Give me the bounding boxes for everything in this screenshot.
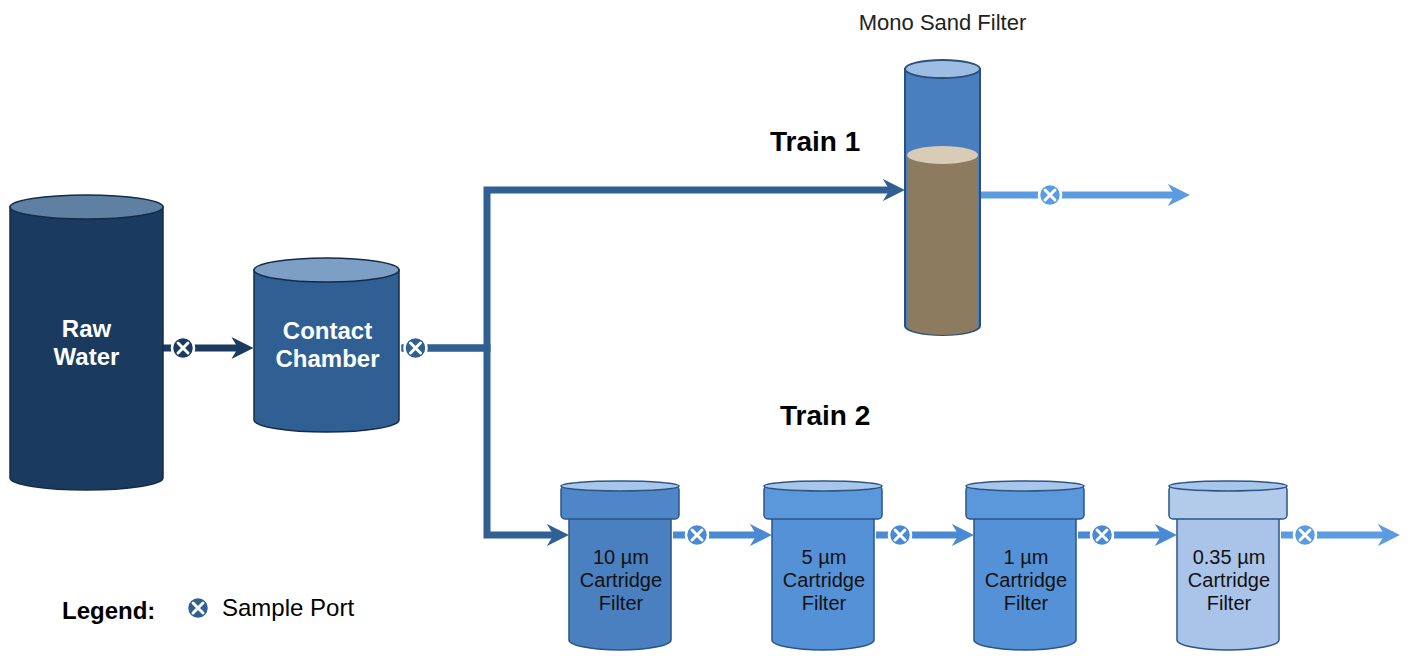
- cylinder-body: [10, 207, 163, 490]
- sample-port: [187, 597, 209, 619]
- sample-port: [1294, 524, 1316, 546]
- sample-port: [686, 524, 708, 546]
- tank-cylinder: Raw Water: [10, 195, 163, 490]
- cartridge-filter: 1 µm Cartridge Filter: [974, 512, 1078, 650]
- cartridge-filter: 0.35 µm Cartridge Filter: [1177, 512, 1281, 650]
- sand-surface: [907, 146, 978, 164]
- cylinder-top: [10, 195, 163, 219]
- cartridge-cap-top: [561, 481, 679, 491]
- cartridge-cap-top: [966, 481, 1084, 491]
- sample-port: [889, 524, 911, 546]
- sample-port-symbol: [184, 594, 212, 622]
- flow-arrow: [402, 190, 898, 348]
- flow-arrow: [402, 348, 562, 535]
- node-label: 10 µm Cartridge Filter: [573, 546, 669, 615]
- legend-entry: Sample Port: [184, 594, 354, 622]
- cartridge-cap-top: [764, 481, 882, 491]
- outlet-arrow: [980, 192, 1182, 199]
- cartridge-body: [974, 512, 1076, 650]
- tube-outline: [905, 60, 980, 335]
- node-label: 1 µm Cartridge Filter: [978, 546, 1074, 615]
- node-label: 0.35 µm Cartridge Filter: [1181, 546, 1277, 615]
- cartridge-body: [772, 512, 874, 650]
- train-label: Train 1: [770, 126, 860, 158]
- cartridge-body: [1177, 512, 1279, 650]
- cartridge-cap-top: [1169, 481, 1287, 491]
- tank-cylinder: Contact Chamber: [254, 258, 402, 432]
- cylinder-top: [254, 258, 399, 282]
- sand-filter-column: Mono Sand Filter: [905, 60, 980, 335]
- cartridge-body: [569, 512, 671, 650]
- train-label: Train 2: [780, 400, 870, 432]
- column-body: [905, 69, 980, 335]
- node-label: Contact Chamber: [258, 317, 398, 372]
- node-label: 5 µm Cartridge Filter: [776, 546, 872, 615]
- cartridge-filter: 5 µm Cartridge Filter: [772, 512, 876, 650]
- filter-heading: Mono Sand Filter: [793, 10, 1093, 35]
- cartridge-filter: 10 µm Cartridge Filter: [569, 512, 673, 650]
- sand-media: [907, 155, 978, 335]
- column-top: [905, 60, 980, 78]
- legend-text: Sample Port: [222, 594, 354, 622]
- legend-title: Legend:: [62, 597, 155, 625]
- sample-port: [405, 337, 427, 359]
- cylinder-body: [254, 270, 399, 432]
- sample-port: [1091, 524, 1113, 546]
- node-label: Raw Water: [37, 315, 137, 370]
- sample-port: [172, 337, 194, 359]
- sample-port: [1039, 184, 1061, 206]
